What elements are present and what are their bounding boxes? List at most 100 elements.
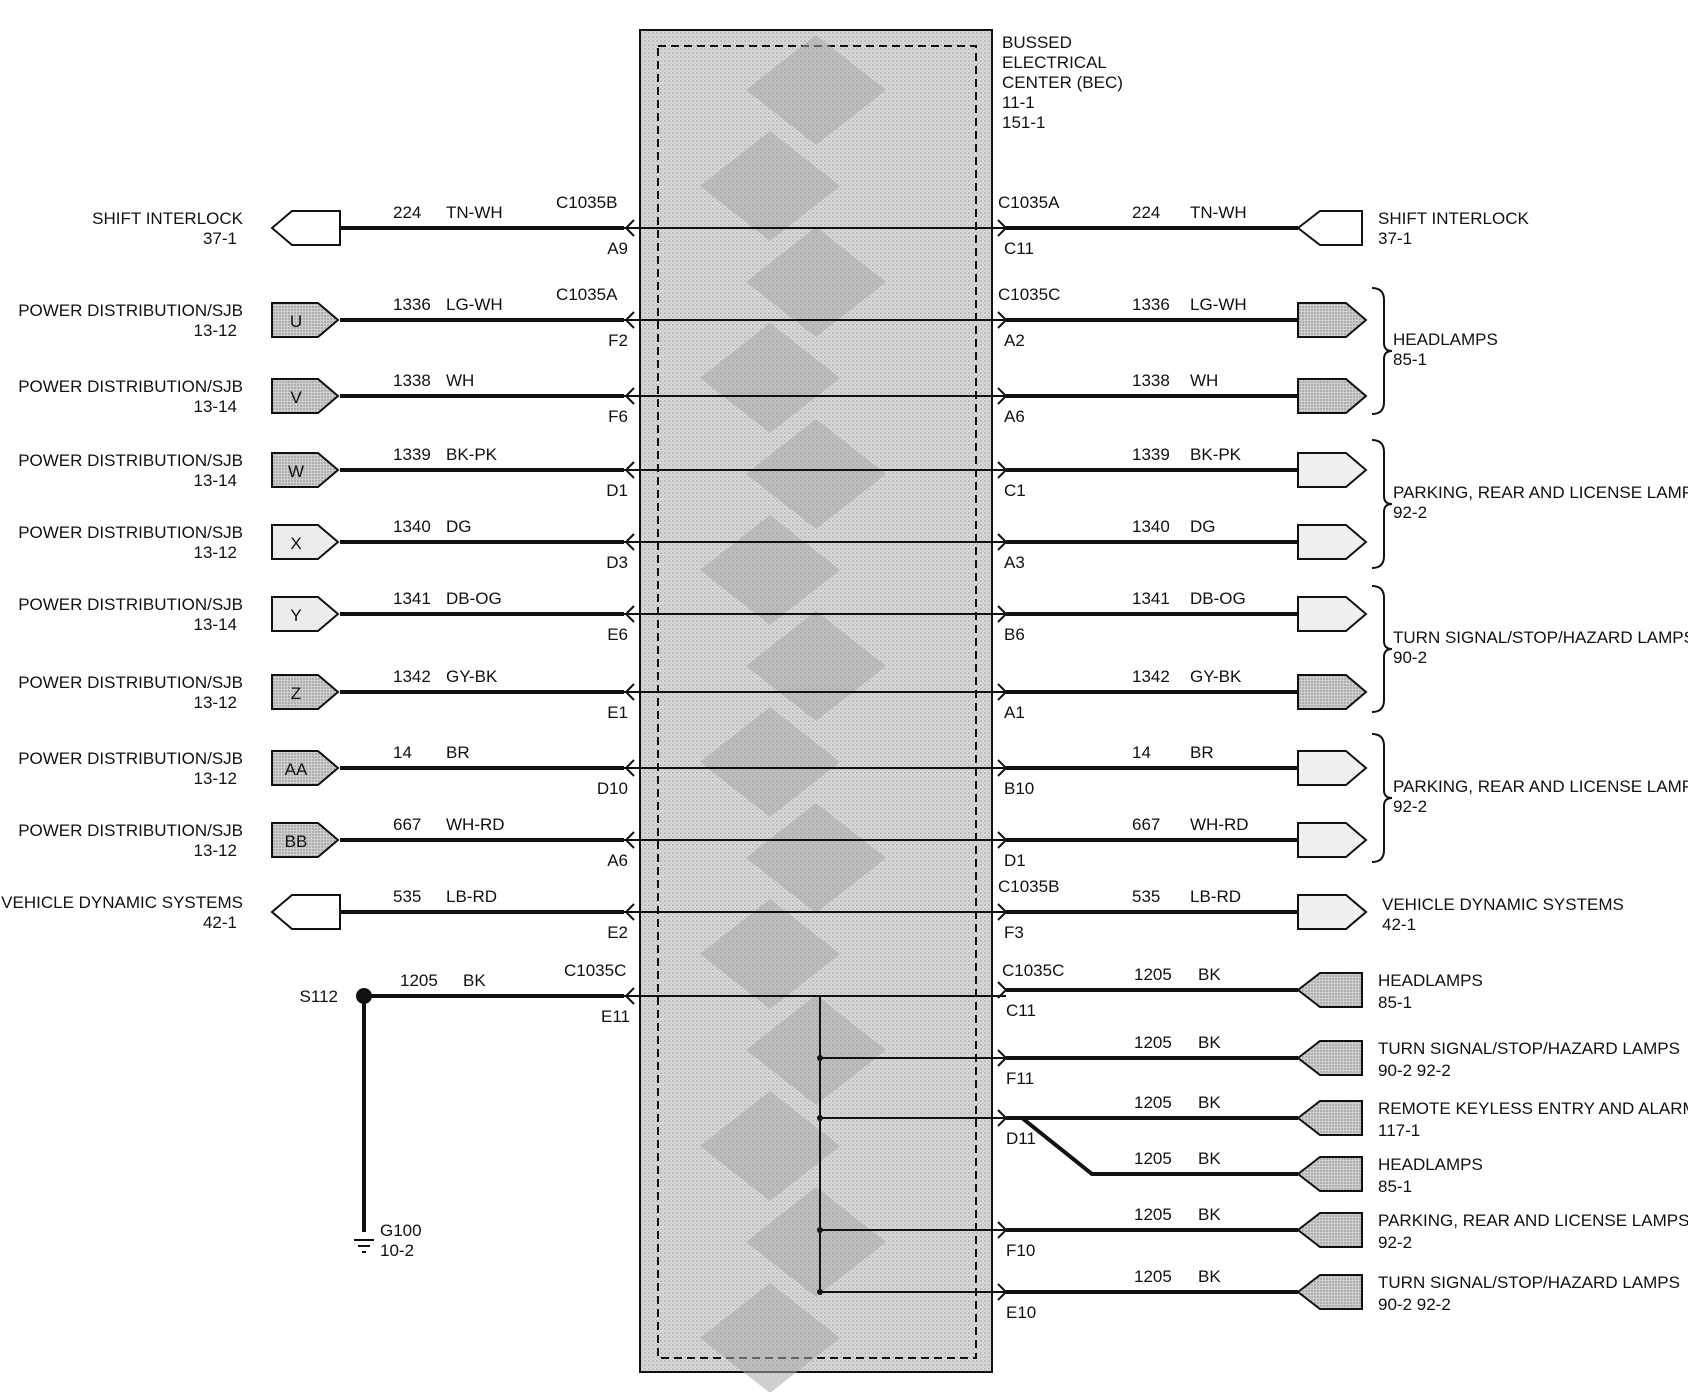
left-wire-color: DB-OG [446, 589, 502, 608]
group-name: HEADLAMPS [1393, 330, 1498, 349]
right-wire-color: LB-RD [1190, 887, 1241, 906]
right-circuit-number: 1336 [1132, 295, 1170, 314]
left-connector-box [271, 596, 340, 632]
left-system-label: POWER DISTRIBUTION/SJB [18, 821, 243, 840]
right-wire-color: LG-WH [1190, 295, 1247, 314]
left-wire-color: BR [446, 743, 470, 762]
right-system-label: HEADLAMPS [1378, 971, 1483, 990]
right-wire-color: WH-RD [1190, 815, 1249, 834]
left-system-label: POWER DISTRIBUTION/SJB [18, 377, 243, 396]
right-system-page: 90-2 92-2 [1378, 1295, 1451, 1314]
right-connector-name: C1035A [998, 193, 1060, 212]
left-connector-box [271, 378, 340, 414]
bec-diamond [700, 1283, 840, 1392]
left-pin-id: A6 [607, 851, 628, 870]
right-circuit-number: 1205 [1134, 1267, 1172, 1286]
left-system-page: 13-14 [194, 615, 237, 634]
right-system-page: 85-1 [1378, 993, 1412, 1012]
right-system-label: TURN SIGNAL/STOP/HAZARD LAMPS [1378, 1273, 1680, 1292]
right-circuit-number: 1340 [1132, 517, 1170, 536]
left-pin-id: F6 [608, 407, 628, 426]
left-pin-id: E11 [601, 1007, 630, 1026]
right-system-page: 90-2 92-2 [1378, 1061, 1451, 1080]
bec-diamond [746, 803, 886, 913]
ground-circuit-number: 1205 [400, 971, 438, 990]
right-connector-box [1297, 524, 1368, 560]
left-system-page: 13-12 [194, 321, 237, 340]
right-circuit-number: 1341 [1132, 589, 1170, 608]
right-connector-name: C1035C [998, 285, 1060, 304]
right-circuit-number: 1342 [1132, 667, 1170, 686]
right-wire-color: BK [1198, 1205, 1221, 1224]
right-wire-color: GY-BK [1190, 667, 1242, 686]
left-wire-color: LB-RD [446, 887, 497, 906]
right-pin-id: B10 [1004, 779, 1034, 798]
left-pin-id: E1 [607, 703, 628, 722]
group-page: 85-1 [1393, 350, 1427, 369]
right-pin-id: A1 [1004, 703, 1025, 722]
right-system-label: TURN SIGNAL/STOP/HAZARD LAMPS [1378, 1039, 1680, 1058]
right-circuit-number: 14 [1132, 743, 1151, 762]
left-terminal-chevron [624, 759, 635, 777]
right-connector-box [1297, 302, 1368, 338]
group-brace [1371, 439, 1393, 569]
right-pin-id: F3 [1004, 923, 1024, 942]
left-wire-color: GY-BK [446, 667, 498, 686]
right-circuit-number: 667 [1132, 815, 1160, 834]
left-circuit-number: 1340 [393, 517, 431, 536]
right-wire-color: BR [1190, 743, 1214, 762]
left-system-label: POWER DISTRIBUTION/SJB [18, 595, 243, 614]
group-page: 92-2 [1393, 797, 1427, 816]
left-terminal-chevron [624, 605, 635, 623]
right-circuit-number: 1205 [1134, 965, 1172, 984]
right-system-page: 42-1 [1382, 915, 1416, 934]
left-circuit-number: 667 [393, 815, 421, 834]
right-pin-id: C1 [1004, 481, 1026, 500]
left-connector-tag: U [290, 312, 302, 331]
ground-label: G100 [380, 1221, 422, 1240]
bec-block [639, 29, 993, 1392]
bec-diamond [700, 707, 840, 817]
bec-diamond [700, 131, 840, 241]
group-page: 92-2 [1393, 503, 1427, 522]
bec-diamond [746, 611, 886, 721]
right-wire-color: WH [1190, 371, 1218, 390]
left-system-page: 42-1 [203, 913, 237, 932]
right-wire-color: TN-WH [1190, 203, 1247, 222]
left-terminal-chevron [624, 387, 635, 405]
left-connector-box [271, 750, 340, 786]
left-pin-id: D10 [597, 779, 628, 798]
left-connector-box [271, 524, 340, 560]
left-connector-box [271, 674, 340, 710]
right-system-label: SHIFT INTERLOCK [1378, 209, 1529, 228]
right-connector-box [1297, 822, 1368, 858]
right-pin-id: A2 [1004, 331, 1025, 350]
left-pin-id: E2 [607, 923, 628, 942]
left-wire-color: LG-WH [446, 295, 503, 314]
left-connector-tag: X [290, 534, 301, 553]
left-system-page: 13-12 [194, 841, 237, 860]
right-connector-arrow [1296, 1274, 1363, 1310]
right-circuit-number: 1339 [1132, 445, 1170, 464]
bec-diamond [746, 1187, 886, 1297]
right-pin-id: D11 [1006, 1129, 1036, 1148]
right-connector-name: C1035C [1002, 961, 1064, 980]
group-page: 90-2 [1393, 648, 1427, 667]
right-connector-box [1297, 596, 1368, 632]
right-pin-id: D1 [1004, 851, 1026, 870]
left-wire-color: WH [446, 371, 474, 390]
right-connector-box [1297, 378, 1368, 414]
left-system-label: POWER DISTRIBUTION/SJB [18, 673, 243, 692]
left-circuit-number: 14 [393, 743, 412, 762]
left-system-page: 13-12 [194, 769, 237, 788]
ground-wire-color: BK [463, 971, 486, 990]
right-circuit-number: 224 [1132, 203, 1160, 222]
left-pin-id: F2 [608, 331, 628, 350]
